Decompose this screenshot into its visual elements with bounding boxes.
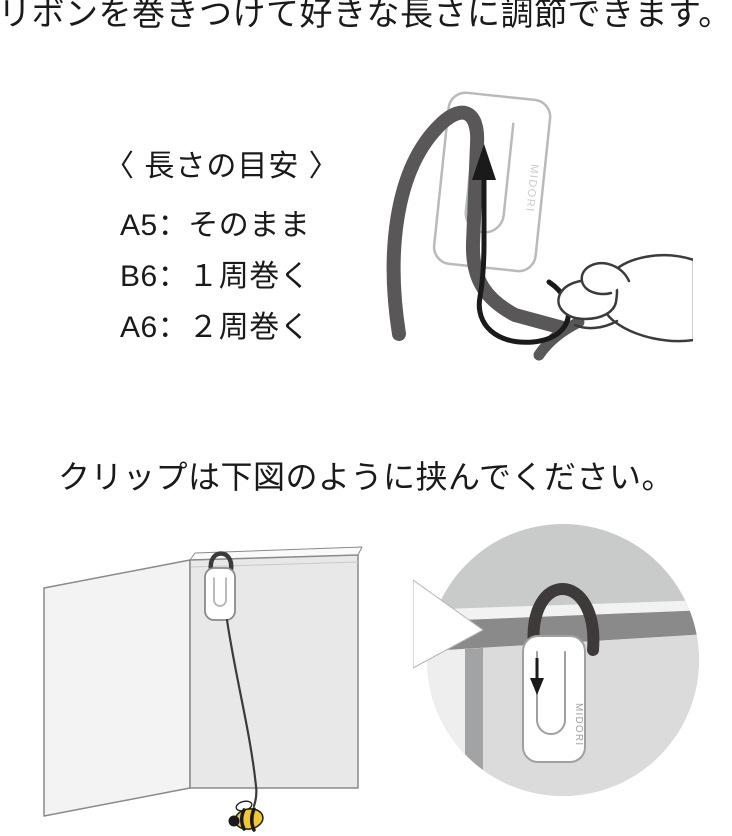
intro-text: リボンを巻きつけて好きな長さに調節できます。 [0,0,732,32]
length-guide-item-b6: B6：１周巻く [120,260,311,293]
bee-charm-icon [228,800,264,832]
book-top-edge [427,610,699,652]
page-edge-line [190,561,359,568]
length-guide-title: 〈 長さの目安 〉 [104,150,340,183]
ribbon-wrap-illustration: MIDORI [386,91,693,361]
cover-left-light [427,649,465,796]
hand-illustration [557,254,693,343]
book-illustration [43,546,363,832]
book-left-cover [43,559,191,817]
cord-path [225,618,258,808]
brand-label: MIDORI [523,164,540,214]
down-arrow-icon [530,658,544,695]
bookmark-clip: MIDORI [522,635,586,763]
brand-label: MIDORI [573,703,584,746]
clip-detail-illustration: MIDORI [413,524,699,796]
cover-edge-stripe [465,648,483,796]
page-edge-strip [427,600,699,622]
length-guide-item-a6: A6：２周巻く [120,311,311,344]
bookmark-clip [204,551,236,621]
length-guide-item-a5: A5：そのまま [120,209,311,242]
ribbon-loop-path [527,583,600,656]
clip-instruction-text: クリップは下図のように挟んでください。 [58,459,674,495]
callout-arrow-icon [413,579,484,669]
clip-shape: MIDORI [432,91,552,273]
